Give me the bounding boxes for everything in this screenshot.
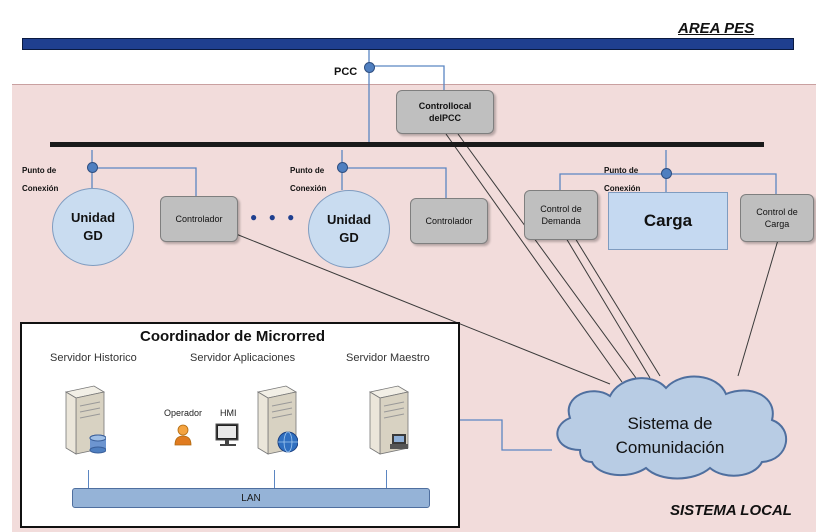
left-punto-line1: Punto de bbox=[22, 166, 57, 175]
servidor-maestro-label: Servidor Maestro bbox=[346, 352, 430, 364]
middle-punto-conexion: Punto de Conexión bbox=[290, 162, 326, 198]
hmi-label: HMI bbox=[220, 408, 237, 418]
left-unidad-label: Unidad bbox=[70, 210, 116, 225]
left-unidad-gd: Unidad GD bbox=[52, 188, 134, 266]
middle-gd-label: GD bbox=[339, 230, 359, 245]
left-gd-label: GD bbox=[83, 228, 103, 243]
middle-unidad-gd: Unidad GD bbox=[308, 190, 390, 268]
servidor-aplicaciones-label: Servidor Aplicaciones bbox=[190, 352, 296, 364]
control-demanda-line2: Demanda bbox=[541, 216, 581, 226]
area-pes-label: AREA PES bbox=[678, 20, 755, 37]
middle-punto-line2: Conexión bbox=[290, 184, 327, 193]
coordinador-title: Coordinador de Microrred bbox=[140, 328, 326, 345]
local-bus bbox=[50, 142, 764, 147]
carga-load-box: Carga bbox=[608, 192, 728, 250]
control-demanda-line1: Control de bbox=[540, 204, 582, 214]
right-punto-conexion: Punto de Conexión bbox=[604, 162, 640, 198]
left-controlador-label: Controlador bbox=[175, 214, 223, 224]
sistema-comunicacion-line1: Sistema de bbox=[627, 414, 713, 433]
servidor-historico-label: Servidor Historico bbox=[50, 352, 137, 364]
sistema-comunicacion-label: Sistema de Comunidación bbox=[590, 412, 750, 460]
left-controlador: Controlador bbox=[160, 196, 238, 242]
aplicaciones-server-icon bbox=[256, 385, 298, 455]
operador-label: Operador bbox=[164, 408, 203, 418]
ellipsis-dots: ● ● ● bbox=[250, 210, 299, 224]
right-punto-line1: Punto de bbox=[604, 166, 639, 175]
maestro-lan-drop bbox=[386, 470, 387, 488]
pcc-connection-point bbox=[364, 62, 375, 73]
right-punto-line2: Conexión bbox=[604, 184, 641, 193]
middle-controlador: Controlador bbox=[410, 198, 488, 244]
aplicaciones-lan-drop bbox=[274, 470, 275, 488]
pes-bus bbox=[22, 38, 794, 50]
middle-connection-point bbox=[337, 162, 348, 173]
control-carga: Control de Carga bbox=[740, 194, 814, 242]
lan-label: LAN bbox=[241, 492, 261, 504]
left-punto-line2: Conexión bbox=[22, 184, 59, 193]
historico-server-icon bbox=[64, 385, 106, 455]
control-demanda: Control de Demanda bbox=[524, 190, 598, 240]
right-connection-point bbox=[661, 168, 672, 179]
communication-cloud-icon bbox=[556, 375, 788, 480]
control-carga-line1: Control de bbox=[756, 207, 798, 217]
control-local-pcc-line2: delPCC bbox=[428, 113, 461, 123]
control-local-pcc: Controllocal delPCC bbox=[396, 90, 494, 134]
lan-bar: LAN bbox=[72, 488, 430, 508]
pcc-label: PCC bbox=[334, 66, 358, 78]
middle-controlador-label: Controlador bbox=[425, 216, 473, 226]
sistema-local-label: SISTEMA LOCAL bbox=[670, 502, 792, 519]
left-punto-conexion: Punto de Conexión bbox=[22, 162, 58, 198]
carga-label: Carga bbox=[643, 211, 693, 230]
historico-lan-drop bbox=[88, 470, 89, 488]
middle-unidad-label: Unidad bbox=[326, 212, 372, 227]
sistema-comunicacion-line2: Comunidación bbox=[615, 438, 725, 457]
control-local-pcc-line1: Controllocal bbox=[418, 101, 472, 111]
control-carga-line2: Carga bbox=[764, 219, 790, 229]
operator-person-icon bbox=[174, 424, 192, 446]
left-connection-point bbox=[87, 162, 98, 173]
maestro-server-icon bbox=[368, 385, 410, 455]
hmi-monitor-icon bbox=[215, 423, 239, 446]
middle-punto-line1: Punto de bbox=[290, 166, 325, 175]
